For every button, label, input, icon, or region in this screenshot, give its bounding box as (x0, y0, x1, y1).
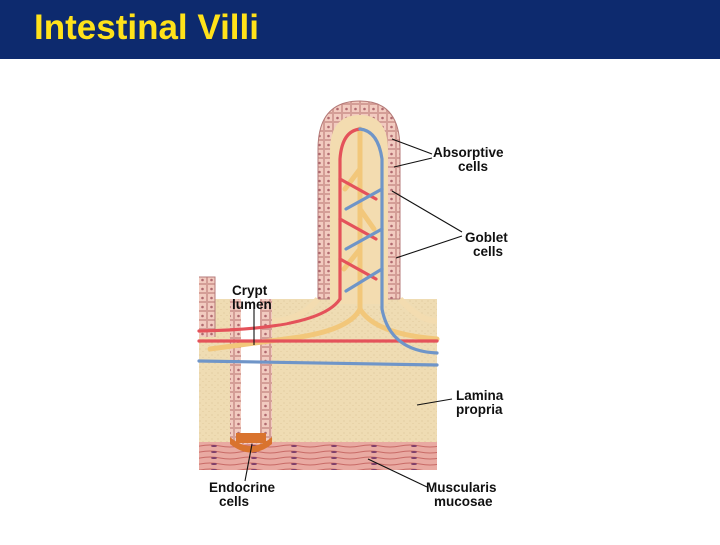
label-lamina-propria: Lamina propria (456, 388, 504, 417)
villus-illustration (197, 100, 463, 488)
vein (197, 127, 439, 367)
crypt-lumen (241, 299, 260, 439)
crypt-base (230, 437, 272, 453)
intestinal-villi-diagram: Absorptive cells Goblet cells Crypt lume… (0, 59, 720, 540)
title-bar: Intestinal Villi (0, 0, 720, 59)
label-goblet-cells: Goblet cells (465, 230, 508, 259)
label-absorptive-cells: Absorptive cells (433, 145, 504, 174)
left-epithelium (199, 277, 215, 337)
label-endocrine-cells: Endocrine cells (209, 480, 276, 509)
lacteal (207, 126, 440, 352)
page-title: Intestinal Villi (34, 8, 259, 47)
endocrine-cells (236, 433, 266, 443)
label-muscularis-mucosae: Muscularis mucosae (426, 480, 497, 509)
label-crypt-lumen: Crypt lumen (232, 283, 272, 312)
label-leader-lines (244, 138, 463, 488)
